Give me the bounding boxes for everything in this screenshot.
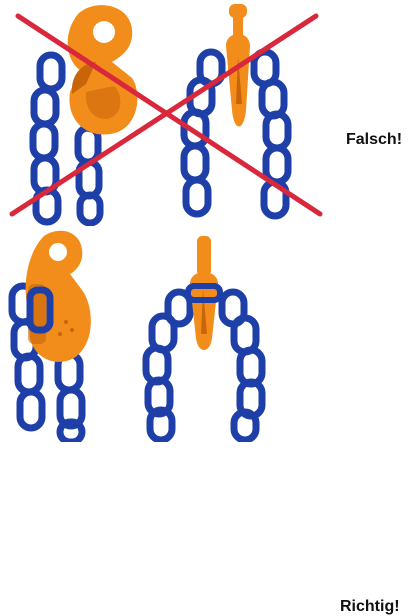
- verdict-wrong-label: Falsch!: [346, 131, 402, 149]
- pointed-hook-chain-correct-illustration: [146, 236, 262, 440]
- verdict-correct-label: Richtig!: [340, 598, 400, 616]
- wrong-usage-panel: Falsch!: [0, 0, 413, 226]
- hook-with-chain-correct-illustration: [12, 231, 91, 442]
- correct-usage-panel: Richtig!: [0, 226, 413, 442]
